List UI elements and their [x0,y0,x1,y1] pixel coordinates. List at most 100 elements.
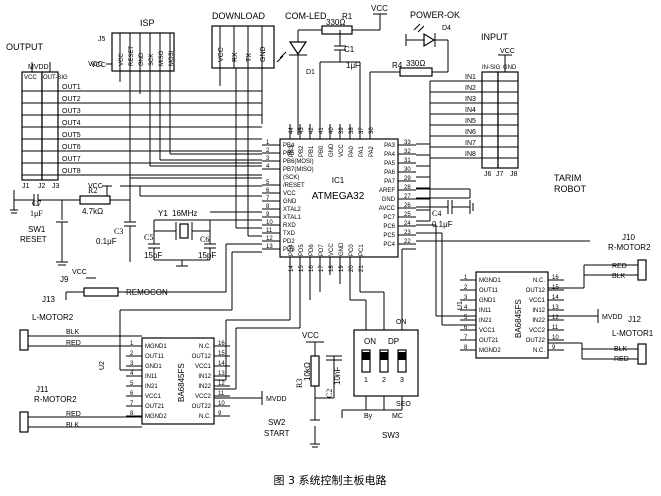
u1-right-pin-num: 16 [552,275,559,281]
ic1-top-pin-num: 39 [339,127,345,134]
isp-ref: J5 [98,36,106,43]
u2-left-pin-num: 4 [130,371,134,377]
isp-pin-label: GND [139,52,145,66]
u1-left-pin-name: VCC1 [479,328,496,334]
input-signal-label: IN4 [465,107,476,114]
ic1-top-pin-num: 40 [329,127,335,134]
u2-right-pin-num: 14 [218,361,225,367]
wire-segment [398,352,406,360]
wire-segment [379,349,389,373]
sw1-ref: SW1 [28,225,46,234]
crystal-circuit: Y1 16MHz C5 15pF C6 15pF [144,209,262,267]
ic1-top-pin-num: 41 [319,127,325,134]
ic1-left-pin-name: PB5 [283,151,295,157]
input-col1: IN-SIG [482,65,501,71]
j10-wire2: BLK [612,273,626,280]
ic1-left-pin-name: PD2 [283,239,295,245]
u2-right-pin-num: 13 [218,371,225,377]
ic1-right-pin-name: PC7 [383,215,395,221]
ic1-bottom-pin-name: PC1 [359,244,365,256]
r3-ref: R3 [295,379,304,388]
ic1-bottom-pin-num: 17 [319,265,325,272]
brand-line1: TARIM [554,173,581,183]
ic1-left-pin-name: GND [283,199,297,205]
r1-value: 330Ω [326,18,345,27]
c5-ref: C5 [144,233,153,242]
ic1-left-pin-num: 10 [266,220,273,226]
download-pin-label: RX [232,52,239,62]
wire-segment [380,352,388,360]
wire-segment [397,349,407,373]
u1-right-pin-name: VCC1 [529,298,546,304]
u1-right-pin-name: N.C. [533,348,545,354]
output-signal-label: OUT7 [62,156,81,163]
j12-label: L-MOTOR1 [612,329,654,338]
ic1-right-pin-name: PA4 [384,152,396,158]
u1-right-pin-num: 13 [552,305,559,311]
ic1-left-pin-num: 4 [266,164,270,170]
start-circuit: VCC R3 10kΩ SW2 START C2 10nF [264,331,342,448]
u2-left-pin-name: OUT11 [145,354,165,360]
ic1-bottom-pin-num: 18 [329,265,335,272]
mvdd-right: MVDD [548,309,623,323]
ic1-bottom-pin-num: 21 [359,265,365,272]
r4-value: 330Ω [406,59,425,68]
j11-connector: J11 R-MOTOR2 RED BLK [19,385,142,433]
ic1-right-pin-name: PA6 [384,170,396,176]
ic1-bottom-pin-name: PD7 [319,244,325,256]
ic1-bottom-pin-name: GND [339,242,345,256]
isp-pin-label: MISO [159,50,165,66]
u2-left-pin-name: MGND1 [145,344,167,350]
sw3-mc: MC [392,413,403,420]
ic1-bottom-pin-num: 15 [299,265,305,272]
ic1-top-pin-name: PB0 [319,145,325,157]
input-signal-label: IN5 [465,118,476,125]
u1-right-pin-name: OUT22 [526,338,546,344]
u1-right-pin-name: IN12 [532,308,545,314]
u2-right-pin-name: OUT12 [192,354,212,360]
r2-ref: R2 [88,186,97,195]
wire-segment [41,71,59,181]
c4-ref: C4 [432,209,441,218]
u1-left-pin-num: 4 [464,305,468,311]
ic1-bottom-pin-num: 20 [349,265,355,272]
isp-pin-label: VCC [119,53,125,66]
ic1-ref: IC1 [332,176,345,185]
ic1-left-pin-num: 13 [266,244,273,250]
output-signal-label: OUT3 [62,108,81,115]
ic1-top-pin-num: 42 [309,127,315,134]
brand-line2: ROBOT [554,184,587,194]
j10-ref: J10 [622,233,635,242]
wire-segment [321,25,353,35]
u1-left-pin-name: MGND2 [479,348,501,354]
isp-title: ISP [140,18,155,28]
isp-vcc: VCC [88,61,103,68]
u2-left-pin-num: 2 [130,351,134,357]
j13-wire1: BLK [66,329,80,336]
input-j6: J6 [484,171,492,178]
wire-segment [83,287,119,297]
wire-segment [141,337,215,425]
output-signal-label: OUT8 [62,168,81,175]
ic1-left-pin-name: VCC [283,191,296,197]
y1-value: 16MHz [172,209,197,218]
sw2-vcc: VCC [302,331,319,340]
u2-right-pin-num: 10 [218,401,225,407]
c6-value: 15pF [198,251,216,260]
c3-value: 0.1μF [96,237,117,246]
c7-ref: C7 [32,199,41,208]
ic1-bottom-pin-name: PC0 [349,244,355,256]
sw3-on-top: ON [396,319,407,326]
r2-value: 4.7kΩ [82,207,103,216]
wire-segment [310,355,320,387]
u1-right-pin-num: 10 [552,335,559,341]
j12-ref: J12 [628,315,641,324]
c5-value: 15pF [144,251,162,260]
u1-right-pin-num: 11 [552,325,559,331]
output-signal-label: OUT5 [62,132,81,139]
u2-right-pin-name: IN12 [198,374,211,380]
ic1-bottom-pin-name: PD4 [289,244,295,256]
c6-ref: C6 [200,235,209,244]
